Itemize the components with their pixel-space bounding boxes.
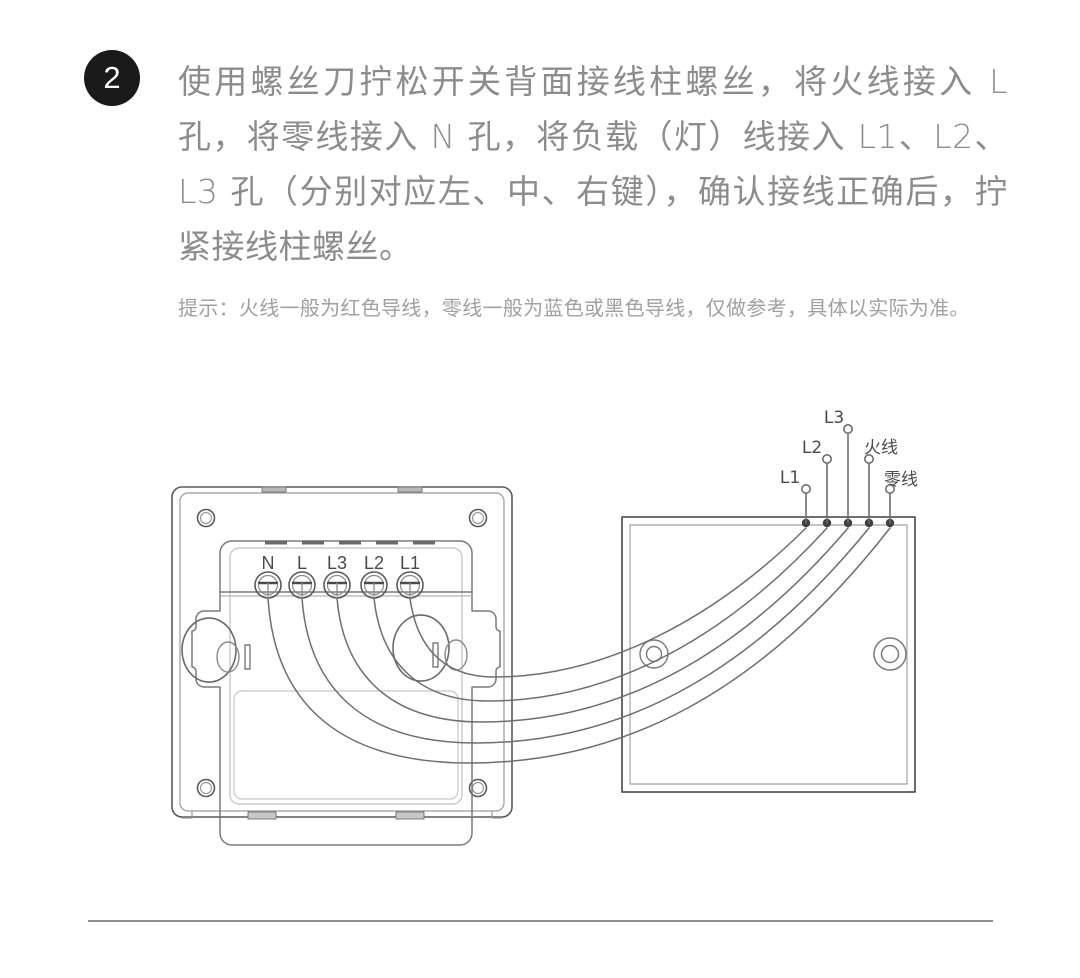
terminal-label-N: N (262, 553, 275, 573)
wall-box-screw-left (639, 639, 669, 669)
terminal-screw-L1 (396, 571, 424, 599)
switch-back-plate-outline (171, 486, 513, 820)
wall-box-screw-right (873, 637, 907, 671)
terminal-label-L3: L3 (327, 553, 347, 573)
wire-label-live: 火线 (864, 438, 898, 458)
wire-label-L2: L2 (802, 438, 822, 458)
terminal-screws (254, 571, 424, 599)
wire-leader-lines (800, 423, 895, 524)
terminal-screw-N (254, 571, 282, 599)
plate-corner-screws (196, 508, 488, 798)
step-hint-text: 提示：火线一般为红色导线，零线一般为蓝色或黑色导线，仅做参考，具体以实际为准。 (178, 296, 970, 320)
terminal-label-L: L (297, 553, 307, 573)
terminal-screw-L3 (323, 571, 351, 599)
step-instruction-text: 使用螺丝刀拧松开关背面接线柱螺丝，将火线接入 L 孔，将零线接入 N 孔，将负载… (178, 62, 1008, 266)
terminal-screw-L2 (360, 571, 388, 599)
wall-box-outline (621, 516, 916, 793)
bottom-divider (88, 920, 993, 922)
step-number-badge: 2 (84, 50, 140, 106)
wire-label-L3: L3 (824, 408, 844, 428)
terminal-label-L1: L1 (400, 553, 420, 573)
terminal-row-separator (220, 591, 473, 597)
wiring-diagram: N L L3 L2 L1 L1 L2 L3 火线 零线 (0, 395, 1080, 855)
switch-module-frame (191, 540, 501, 846)
terminal-label-L2: L2 (364, 553, 384, 573)
wire-label-L1: L1 (780, 468, 800, 488)
wire-bundle (267, 527, 891, 764)
instruction-text-block: 使用螺丝刀拧松开关背面接线柱螺丝，将火线接入 L 孔，将零线接入 N 孔，将负载… (178, 54, 1008, 329)
mounting-slot-left (181, 617, 251, 683)
wire-label-neutral: 零线 (884, 470, 918, 490)
terminal-screw-L (288, 571, 316, 599)
